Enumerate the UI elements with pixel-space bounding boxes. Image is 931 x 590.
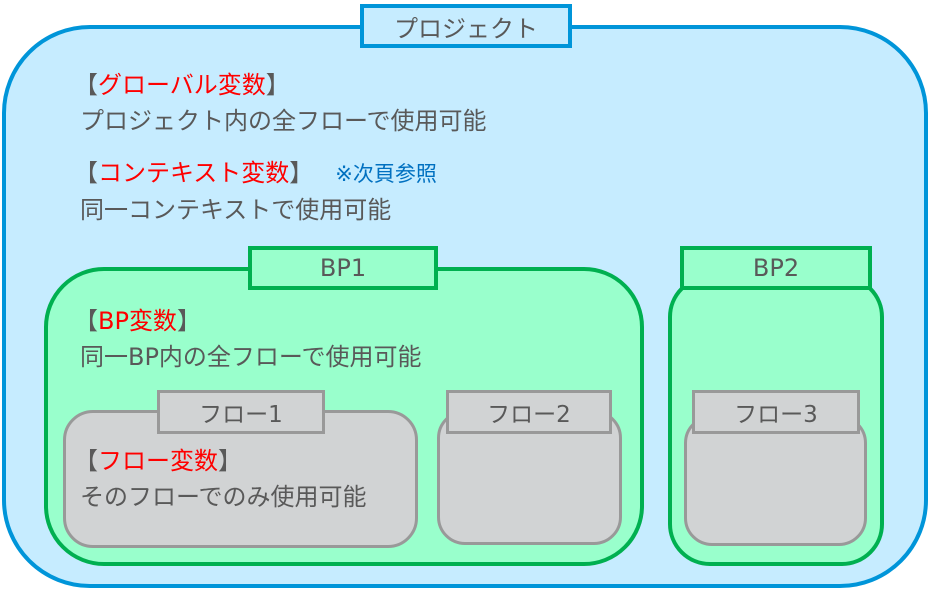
flow1-label: フロー1 (157, 390, 325, 434)
context-variable-name: コンテキスト変数 (98, 159, 290, 187)
project-label-text: プロジェクト (394, 14, 538, 43)
flow3-label-text: フロー3 (734, 402, 818, 428)
bp2-label: BP2 (680, 246, 872, 290)
context-variable-description: 同一コンテキストで使用可能 (80, 196, 392, 224)
flow-variable-name: フロー変数 (98, 447, 218, 475)
bp1-label: BP1 (248, 246, 438, 290)
flow3-container (684, 415, 867, 546)
flow3-label: フロー3 (692, 390, 860, 434)
flow1-label-text: フロー1 (199, 402, 283, 428)
flow-variable-description: そのフローでのみ使用可能 (80, 483, 367, 511)
project-label: プロジェクト (360, 4, 572, 48)
bp-variable-name: BP変数 (98, 307, 177, 335)
bracket-close: 】 (265, 71, 290, 99)
bp2-label-text: BP2 (752, 254, 800, 282)
bracket-open: 【 (74, 447, 98, 475)
bracket-open: 【 (74, 71, 98, 99)
context-variable-heading: 【コンテキスト変数】 ※次頁参照 (74, 158, 437, 189)
bp-variable-heading: 【BP変数】 (74, 306, 201, 336)
global-variable-description: プロジェクト内の全フローで使用可能 (80, 107, 487, 135)
bp1-label-text: BP1 (319, 254, 367, 282)
global-variable-name: グローバル変数 (98, 71, 266, 99)
context-variable-note: ※次頁参照 (335, 162, 437, 186)
flow2-label-text: フロー2 (487, 402, 571, 428)
bracket-open: 【 (74, 159, 98, 187)
bp-variable-description: 同一BP内の全フローで使用可能 (80, 343, 422, 371)
bracket-close: 】 (218, 447, 242, 475)
bracket-open: 【 (74, 307, 98, 335)
bracket-close: 】 (289, 159, 314, 187)
flow2-label: フロー2 (446, 390, 612, 434)
bracket-close: 】 (176, 307, 201, 335)
flow-variable-heading: 【フロー変数】 (74, 446, 242, 476)
global-variable-heading: 【グローバル変数】 (74, 70, 290, 100)
